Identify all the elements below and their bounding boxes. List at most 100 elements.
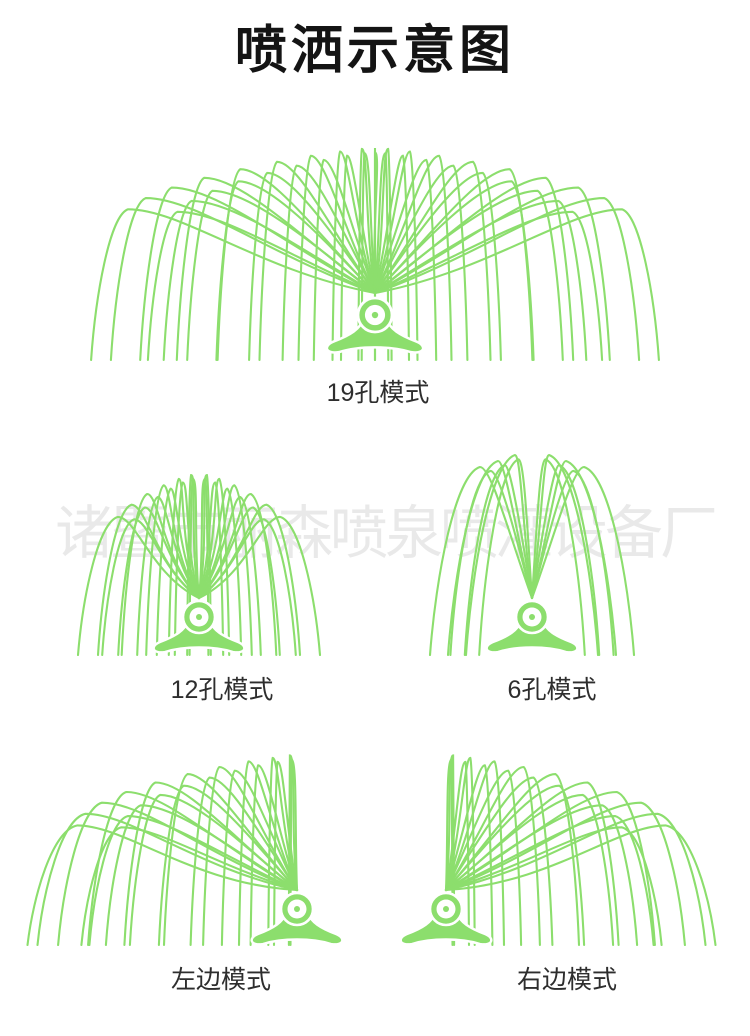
label-6-hole-mode: 6孔模式 [507, 676, 597, 704]
water-jet-arc [186, 474, 201, 657]
water-jet-arc [146, 210, 377, 362]
water-jet-arc [373, 189, 564, 362]
sprinkler-head-icon [399, 891, 493, 946]
sprinkler-cap-dot [196, 614, 202, 620]
label-19-hole-mode: 19孔模式 [326, 379, 430, 407]
water-jet-arc [446, 459, 534, 657]
water-jet-arc [96, 503, 201, 657]
sprinkler-base [250, 911, 344, 946]
water-jet-arc [357, 147, 377, 362]
water-jet-arc [249, 764, 299, 947]
page-title: 喷洒示意图 [234, 22, 515, 80]
water-jet-arc [167, 477, 201, 657]
water-jet-arc [444, 756, 476, 947]
water-jet-arc [444, 801, 686, 947]
label-12-hole-mode: 12孔模式 [170, 676, 274, 704]
water-jet-arc [157, 784, 299, 947]
sprinkler-head-icon [152, 599, 246, 654]
spray-diagram-12-hole [76, 474, 322, 657]
water-jet-arc [530, 458, 586, 657]
water-jet-arc [189, 776, 299, 947]
water-jet-arc [297, 154, 377, 362]
water-jet-arc [312, 158, 377, 362]
water-jet-arc [197, 477, 231, 657]
water-jet-arc [373, 171, 502, 362]
water-jet-arc [530, 453, 600, 657]
water-jet-arc [444, 769, 523, 947]
spray-diagram-right-mode [399, 754, 717, 947]
water-jet-arc [444, 812, 707, 947]
water-jet-arc [155, 487, 201, 657]
water-jet-arc [220, 769, 299, 947]
water-jet-arc [373, 180, 535, 362]
sprinkler-base [152, 619, 246, 654]
water-jet-arc [237, 760, 299, 947]
water-jet-arc [530, 469, 615, 657]
water-jet-arc [530, 459, 618, 657]
water-jet-arc [281, 164, 377, 362]
water-jet-arc [248, 171, 377, 362]
water-jet-arc [197, 518, 297, 657]
water-jet-arc [267, 756, 299, 947]
water-jet-arc [80, 826, 299, 947]
label-right-mode: 右边模式 [516, 966, 618, 994]
water-jet-arc [197, 496, 262, 657]
water-jet-arc [197, 481, 225, 657]
water-jet-arc [360, 152, 377, 362]
water-jet-arc [123, 781, 299, 947]
water-jet-arc [202, 765, 299, 947]
water-jet-arc [373, 208, 660, 362]
water-jet-arc [444, 765, 541, 947]
water-jet-arc [145, 484, 201, 657]
sprinkler-head-icon [250, 891, 344, 946]
water-jet-arc [188, 477, 201, 657]
sprinkler-head-icon [485, 599, 579, 654]
water-jet-arc [197, 515, 322, 657]
water-jet-arc [287, 754, 299, 947]
sprinkler-cap-dot [371, 311, 379, 319]
water-jet-arc [444, 773, 581, 947]
water-jet-arc [90, 208, 377, 362]
water-jet-arc [216, 168, 377, 362]
sprinkler-cap-dot [294, 906, 300, 912]
water-jet-arc [373, 197, 641, 362]
water-jet-arc [530, 465, 636, 657]
water-jet-arc [373, 154, 453, 362]
water-jet-arc [478, 458, 534, 657]
water-jet-arc [197, 487, 243, 657]
spray-diagram-left-mode [26, 754, 344, 947]
water-jet-arc [373, 210, 604, 362]
water-jet-arc [373, 158, 438, 362]
water-jet-arc [373, 154, 411, 362]
water-jet-arc [444, 824, 717, 947]
water-jet-arc [444, 784, 586, 947]
water-jet-arc [162, 199, 377, 362]
water-jet-arc [373, 150, 419, 362]
water-jet-arc [175, 176, 377, 362]
water-jet-arc [258, 160, 377, 362]
water-jet-arc [109, 197, 377, 362]
water-jet-arc [373, 199, 588, 362]
water-jet-arc [289, 758, 299, 947]
water-jet-arc [26, 824, 299, 947]
water-jet-arc [444, 776, 554, 947]
water-jet-arc [444, 826, 663, 947]
water-jet-arc [444, 815, 655, 947]
water-jet-arc [464, 453, 534, 657]
water-jet-arc [87, 790, 299, 947]
water-jet-arc [197, 506, 281, 657]
water-jet-arc [373, 164, 469, 362]
sprinkler-base [485, 619, 579, 654]
water-jet-arc [197, 484, 253, 657]
water-jet-arc [117, 506, 201, 657]
label-left-mode: 左边模式 [170, 966, 272, 994]
water-jet-arc [88, 815, 299, 947]
water-jet-arc [76, 515, 201, 657]
water-jet-arc [449, 469, 534, 657]
spray-diagram-6-hole [428, 453, 636, 657]
water-jet-arc [530, 464, 601, 657]
water-jet-arc [444, 793, 615, 947]
sprinkler-cap-dot [443, 906, 449, 912]
